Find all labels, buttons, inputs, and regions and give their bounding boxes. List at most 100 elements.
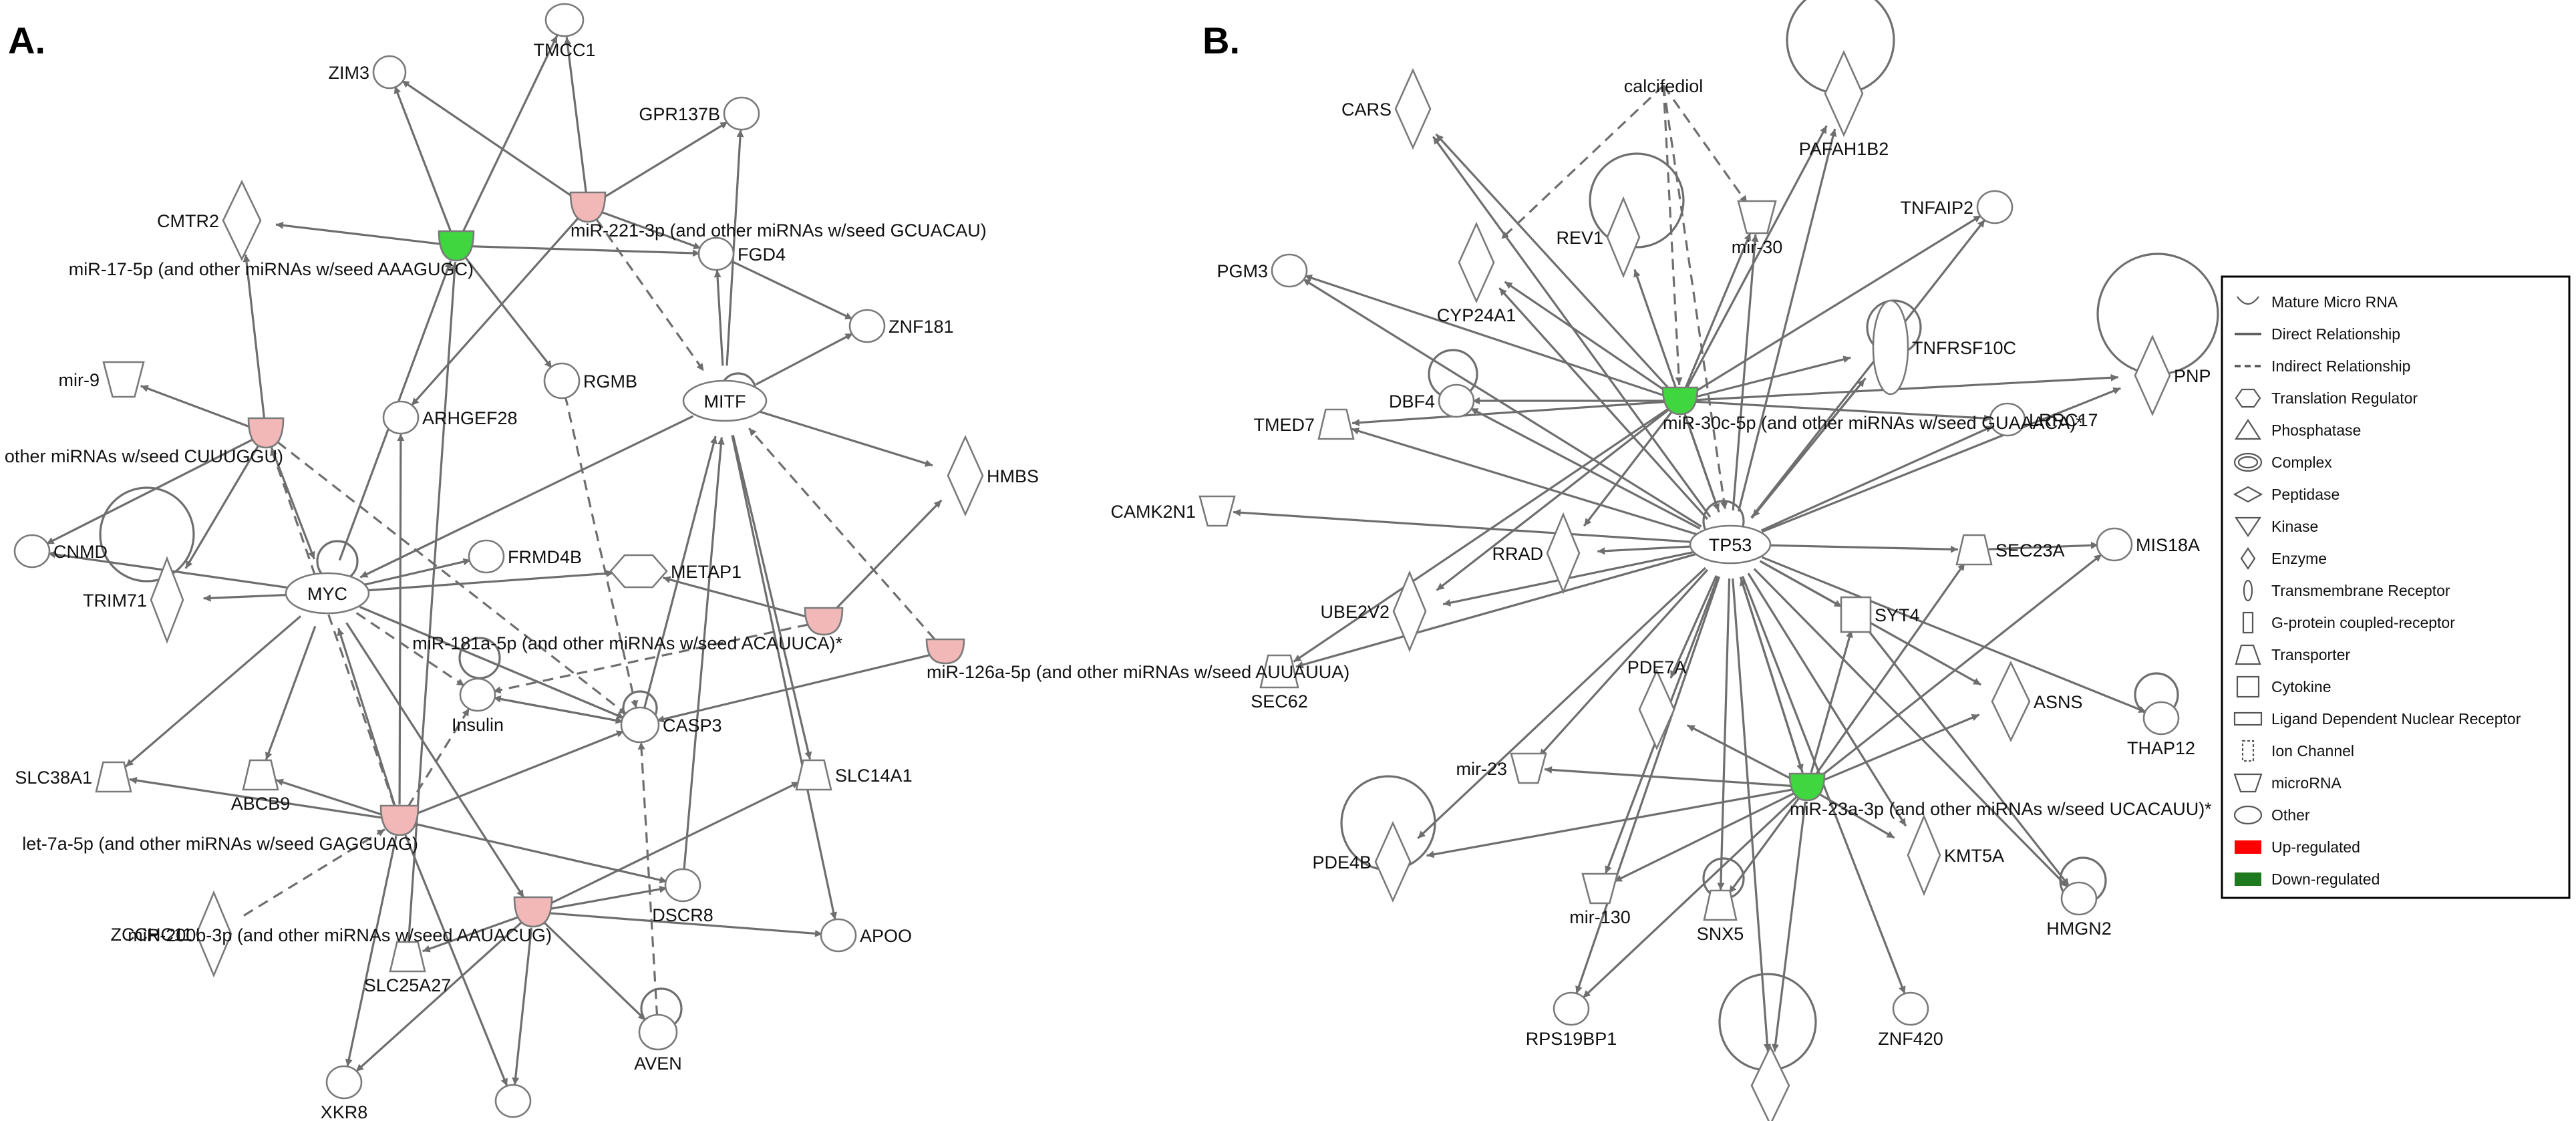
net-a-edge-mir200b-to-ccnj <box>512 927 533 1086</box>
net-b-label-calcifediol: calcifediol <box>1624 76 1704 96</box>
net-a-edge-mir221-to-zim3 <box>401 79 577 200</box>
net-a-edge-myc-to-frmd4b <box>361 558 471 587</box>
net-b-label-rrad: RRAD <box>1492 544 1543 564</box>
net-b-node-rev1 <box>1606 196 1641 279</box>
net-b-node-kmt5a <box>1907 814 1941 897</box>
net-a-label-abcb9: ABCB9 <box>231 794 291 814</box>
net-b-edge-mir23a-to-snx5 <box>1728 798 1800 894</box>
legend-label: Ion Channel <box>2271 742 2354 760</box>
net-b-edge-mir30c-to-lrrc17 <box>1694 400 1992 422</box>
net-a-edge-mir17-to-tmcc1 <box>462 35 558 233</box>
net-b-edge-mir30c-to-tnfaip2 <box>1692 214 1982 394</box>
net-b-label-rps19bp1: RPS19BP1 <box>1526 1029 1617 1049</box>
net-b-edge-tp53-to-snx5 <box>1717 578 1731 891</box>
net-a-node-mir17 <box>438 230 475 262</box>
net-b-edge-mir30c-to-mir30 <box>1685 232 1752 388</box>
net-a-label-mir17: miR-17-5p (and other miRNAs w/seed AAAGU… <box>69 259 474 279</box>
legend-label: Indirect Relationship <box>2271 357 2410 375</box>
legend-item-4: Translation Regulator <box>2235 388 2418 408</box>
funnel-icon <box>2233 773 2263 793</box>
net-b-edge-mir30c-to-tmed7 <box>1351 400 1666 427</box>
net-b-edge-tp53-to-camk2n1 <box>1233 508 1697 544</box>
net-b-label-camk2n1: CAMK2N1 <box>1110 502 1196 522</box>
net-a-edge-myc-to-abcb9 <box>265 625 317 760</box>
net-b-label-dbf4: DBF4 <box>1389 391 1435 412</box>
net-a-node-znf181 <box>848 309 886 343</box>
net-b-node-syt4 <box>1840 596 1872 633</box>
net-a-label-mir221: miR-221-3p (and other miRNAs w/seed GCUA… <box>571 220 987 241</box>
net-b-edge-calcifediol-to-cyp24a1 <box>1500 84 1665 240</box>
legend-label: Enzyme <box>2271 550 2327 567</box>
net-a-edge-fgd4-to-znf181 <box>729 259 853 321</box>
legend-item-19: Down-regulated <box>2235 870 2380 888</box>
net-b-label-asns: ASNS <box>2034 692 2083 712</box>
net-b-edge-mir30c-to-cars <box>1435 133 1671 391</box>
net-a-edge-mir200b-to-slc14a1 <box>546 781 800 906</box>
net-b-label-kmt5a: KMT5A <box>1944 846 2004 866</box>
net-b-node-hmgn2 <box>2060 881 2098 916</box>
net-a-edge-mir9-to-myc <box>270 446 315 560</box>
net-a-label-myc: MYC <box>307 584 347 604</box>
net-a-edge-mitf-to-slc14a1 <box>732 434 812 760</box>
net-a-edge-mitf-to-hmbs <box>758 410 933 467</box>
legend-label: Kinase <box>2271 518 2318 535</box>
net-a-edge-myc-to-mir200b <box>345 622 525 899</box>
net-b-label-syt4: SYT4 <box>1875 605 1920 625</box>
down-triangle-icon <box>2234 516 2262 537</box>
net-b-self-loop-rev1 <box>1589 152 1685 249</box>
net-a-label-tmcc1: TMCC1 <box>534 40 596 60</box>
net-a-edge-let7a-to-casp3 <box>414 730 625 816</box>
net-a-edge-mitf-to-apoo <box>731 435 838 920</box>
legend-label: Mature Micro RNA <box>2271 293 2398 311</box>
net-b-node-mis18a <box>2096 527 2133 562</box>
net-b-label-pnp: PNP <box>2174 366 2211 386</box>
net-a-self-loop-trim71 <box>99 486 195 583</box>
net-b-edge-tp53-to-sec23a <box>1764 544 1958 553</box>
net-b-node-pgm3 <box>1271 253 1308 288</box>
wide-rect-icon <box>2233 711 2263 726</box>
net-a-node-hmbs <box>947 434 984 517</box>
net-b-edge-calcifediol-to-mir30 <box>1662 85 1748 204</box>
net-a-node-gpr137b <box>723 96 760 131</box>
net-a-edge-casp3-to-insulin <box>493 695 625 724</box>
net-a-edge-mir181a-to-metap1 <box>662 576 809 619</box>
net-a-edge-mir9-to-trim71 <box>184 445 260 569</box>
net-a-edge-mir221-to-arhgef28 <box>410 217 579 407</box>
net-a-node-mir181a <box>804 607 844 636</box>
net-a-node-mir9 <box>247 417 285 449</box>
net-a-edge-mir200b-to-aven <box>544 922 647 1021</box>
net-a-node-apoo <box>820 918 857 953</box>
net-b-edge-tp53-to-tnfaip2 <box>1750 218 1986 518</box>
net-a-edge-mir200b-to-apoo <box>548 912 823 937</box>
net-a-edge-mir17-to-zim3 <box>393 86 452 232</box>
net-b-edge-mir23a-to-pde7a <box>1686 724 1795 782</box>
net-a-node-tmcc1 <box>544 3 585 37</box>
legend-label: G-protein coupled-receptor <box>2271 614 2455 631</box>
net-a-label-slc25a27: SLC25A27 <box>364 975 452 995</box>
net-b-node-sec23a <box>1955 534 1993 566</box>
net-b-edge-syt4-to-hmgn2 <box>1864 625 2070 887</box>
net-a-label-arhgef28: ARHGEF28 <box>422 408 518 428</box>
net-a-label-dscr8: DSCR8 <box>652 905 713 925</box>
net-b-edge-tp53-to-cyp24a1 <box>1498 287 1709 520</box>
net-b-label-pafah1b2: PAFAH1B2 <box>1799 139 1889 159</box>
net-a-edge-mitf-to-fgd4 <box>713 269 724 366</box>
net-a-node-trim71 <box>150 556 184 644</box>
ellipse-icon <box>2233 805 2263 825</box>
net-b-edge-mir23a-to-asns <box>1820 713 1980 782</box>
net-a-node-aven <box>638 1013 678 1051</box>
net-a-node-zcchc11 <box>195 890 232 978</box>
net-b-edge-mir30c-to-pgm3 <box>1304 274 1667 397</box>
legend-item-8: Kinase <box>2234 516 2318 537</box>
square-icon <box>2236 675 2260 698</box>
net-b-label-cyp24a1: CYP24A1 <box>1437 305 1516 325</box>
net-a-edge-mir126a-to-mitf <box>748 428 936 641</box>
net-a-edge-mir181a-to-hmbs <box>834 499 943 611</box>
net-a-node-mir200b <box>513 896 553 928</box>
net-b-label-pgm3: PGM3 <box>1217 261 1268 281</box>
net-b-label-cars: CARS <box>1341 100 1392 120</box>
net-a-node-fgd4 <box>697 236 735 271</box>
net-a-edge-let7a-to-myc <box>337 627 396 806</box>
legend-item-9: Enzyme <box>2240 547 2327 570</box>
net-b-edge-tp53-to-sec62 <box>1295 552 1698 669</box>
